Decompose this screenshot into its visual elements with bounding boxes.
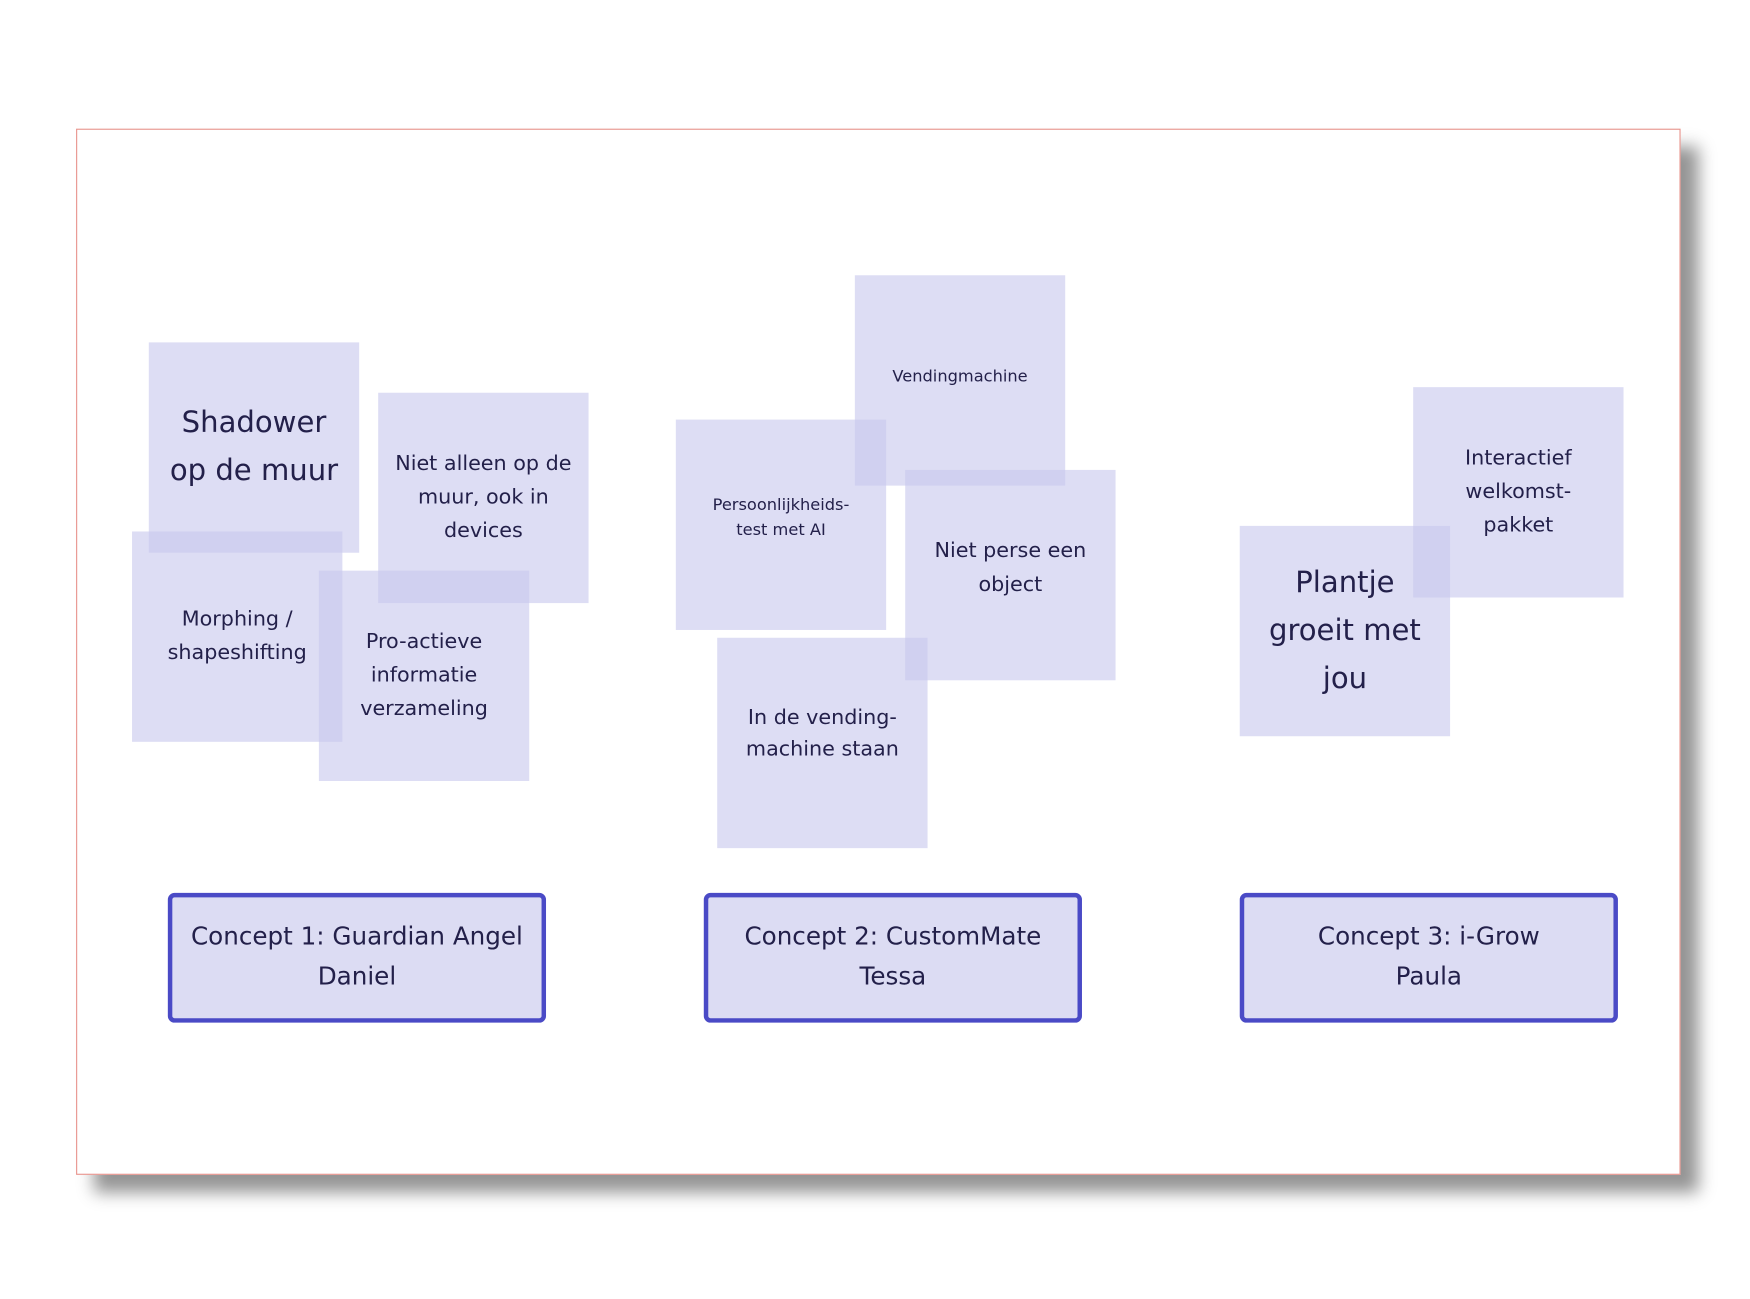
sticky-note-text: Vendingmachine <box>892 368 1028 387</box>
sticky-note-text: Plantje groeit met jou <box>1268 565 1421 696</box>
sticky-note-niet-alleen[interactable]: Niet alleen op de muur, ook in devices <box>378 392 589 604</box>
sticky-note-morphing[interactable]: Morphing / shapeshifting <box>132 531 343 742</box>
sticky-note-text: Morphing / shapeshifting <box>167 607 307 665</box>
sticky-note-text: In de vending-machine staan <box>745 706 899 761</box>
sticky-note-persoonlijkheids[interactable]: Persoonlijkheids-test met AI <box>675 419 887 630</box>
sticky-note-vendingmachine[interactable]: Vendingmachine <box>854 275 1066 486</box>
sticky-note-text: Interactief welkomst-pakket <box>1465 446 1572 538</box>
sticky-note-plantje[interactable]: Plantje groeit met jou <box>1239 525 1451 737</box>
sticky-note-text: Niet perse een object <box>934 538 1087 596</box>
sticky-note-text: Niet alleen op de muur, ook in devices <box>395 452 572 543</box>
concept-title: Concept 2: CustomMate <box>744 923 1042 952</box>
sticky-note-text: Pro-actieve informatie verzameling <box>360 629 488 721</box>
sticky-note-in-de-vending[interactable]: In de vending-machine staan <box>717 637 928 849</box>
sticky-note-shadower[interactable]: Shadower op de muur <box>148 342 360 553</box>
concept-title: Concept 1: Guardian Angel <box>190 923 523 952</box>
concept-box-3[interactable]: Concept 3: i-Grow Paula <box>1239 892 1618 1023</box>
concept-owner: Daniel <box>317 963 397 992</box>
sticky-note-text: Shadower op de muur <box>169 406 339 488</box>
concept-owner: Paula <box>1395 963 1463 992</box>
sticky-note-proactieve[interactable]: Pro-actieve informatie verzameling <box>318 570 530 781</box>
concept-box-content: Concept 1: Guardian Angel Daniel <box>191 917 523 998</box>
concept-owner: Tessa <box>859 963 927 992</box>
concept-title: Concept 3: i-Grow <box>1317 923 1540 952</box>
sticky-note-niet-perse[interactable]: Niet perse een object <box>905 469 1116 681</box>
concept-box-2[interactable]: Concept 2: CustomMate Tessa <box>703 892 1082 1023</box>
sticky-note-text: Persoonlijkheids-test met AI <box>712 496 850 540</box>
concept-box-1[interactable]: Concept 1: Guardian Angel Daniel <box>167 892 547 1023</box>
concept-box-content: Concept 2: CustomMate Tessa <box>744 917 1041 998</box>
concept-box-content: Concept 3: i-Grow Paula <box>1318 917 1540 998</box>
